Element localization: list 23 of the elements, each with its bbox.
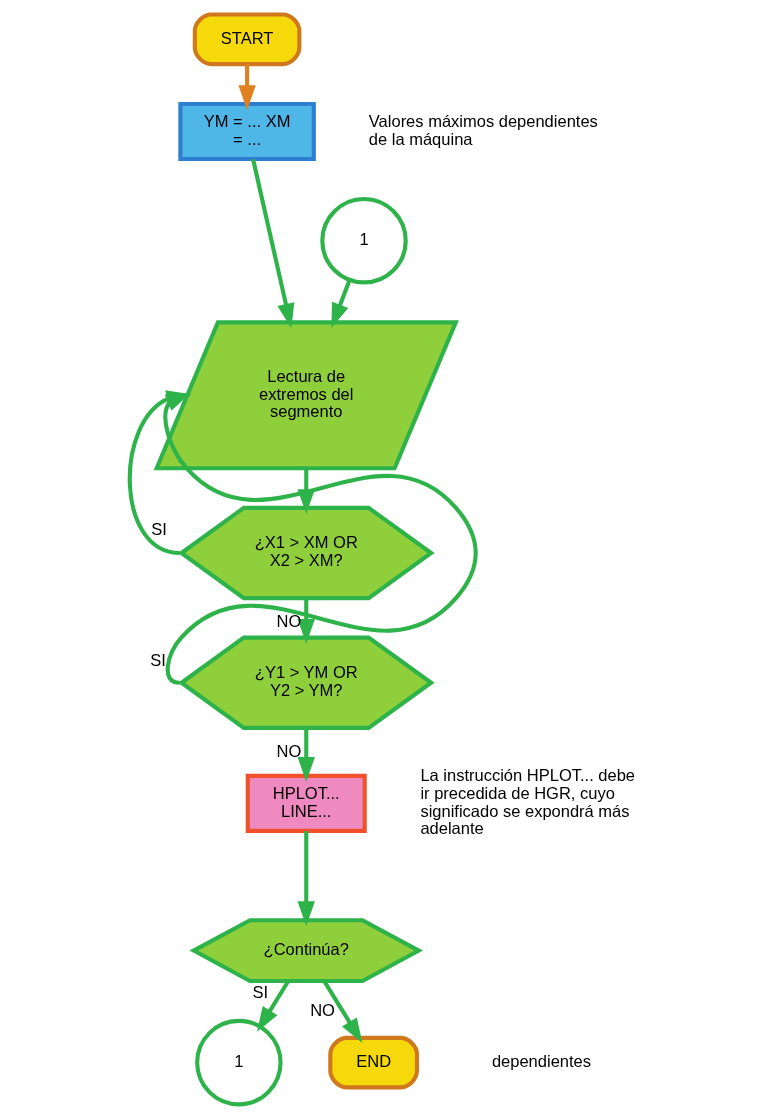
edge-label: SI — [150, 650, 166, 669]
node-circle: 1 — [195, 1018, 283, 1107]
node-label: Valores máximos dependientes de la máquina — [368, 111, 598, 148]
arrow — [297, 831, 315, 927]
edge-label: SI — [252, 982, 269, 1001]
node-box: END — [328, 1035, 420, 1090]
arrow — [238, 64, 256, 111]
edge-label: NO — [276, 742, 302, 761]
arrow — [251, 158, 295, 329]
arrow — [297, 598, 315, 644]
arrow — [257, 980, 290, 1032]
arrow — [297, 728, 315, 782]
node-box: YM = ... XM = ... — [178, 101, 316, 162]
edge-label: SI — [151, 520, 167, 539]
arrow — [331, 279, 352, 328]
node-box: START — [192, 12, 302, 67]
arrow — [322, 980, 363, 1044]
edge-label: NO — [310, 1000, 335, 1019]
label: dependientes — [491, 1051, 592, 1070]
node-label: La instrucción HPLOT... debe ir precedida de HGR, cuyo significado se expondrá más adelante — [420, 765, 636, 838]
node-box: HPLOT... LINE... — [245, 773, 367, 833]
edge-label: NO — [276, 612, 302, 631]
node-circle: 1 — [320, 196, 408, 285]
